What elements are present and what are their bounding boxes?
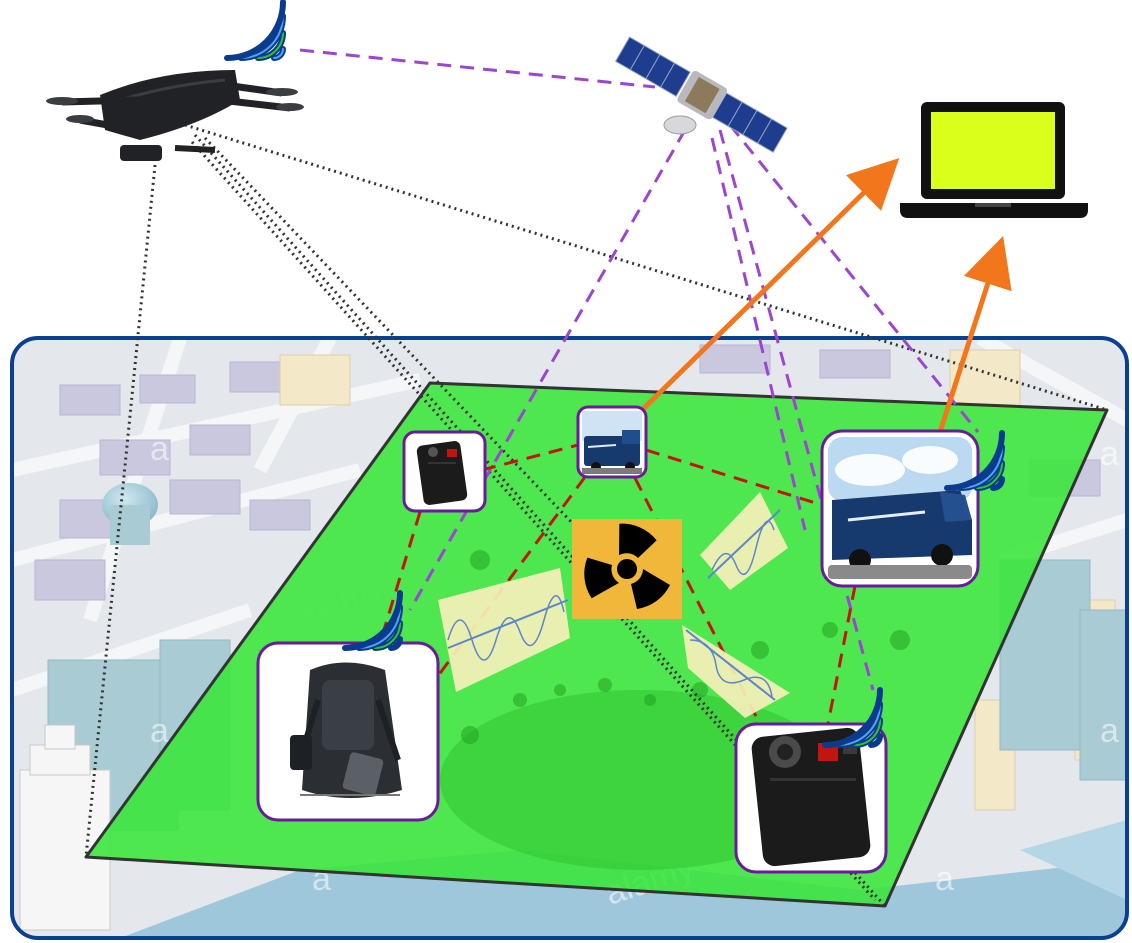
node-backpack[interactable] (256, 641, 440, 822)
drone-icon (46, 70, 304, 161)
drone-view-line (193, 133, 887, 908)
uplink-arrow-large-van (937, 235, 1012, 435)
satellite-link-backpack (408, 129, 687, 611)
drone-view-line (184, 123, 1108, 412)
node-detector-small[interactable] (402, 430, 487, 513)
node-van-large[interactable] (820, 429, 980, 588)
drone-view-line (190, 140, 877, 902)
antenna-beam-upper-right (700, 492, 788, 590)
mesh-link (645, 448, 823, 507)
drone-view-line (84, 164, 157, 858)
satellite-link-van-large (728, 124, 980, 433)
watermark-mark: a (1100, 712, 1119, 750)
laptop-icon (900, 102, 1088, 218)
satellite-link-van-small (710, 137, 807, 531)
wireless-signal-icon (342, 590, 403, 651)
map-frame-border (10, 336, 1129, 940)
node-detector-large[interactable] (734, 722, 888, 874)
mesh-link (481, 443, 579, 472)
watermark-mark: a (935, 860, 954, 898)
radiation-source (572, 519, 682, 619)
satellite-icon (614, 36, 788, 153)
antenna-beam-lower-right (682, 625, 790, 718)
uplink-arrow-small-van (637, 158, 900, 415)
data-uplink-arrows (637, 158, 1012, 435)
laptop[interactable] (900, 102, 1088, 218)
wireless-signals (224, 0, 1005, 748)
watermark-mark: a (1100, 435, 1119, 473)
satellite[interactable] (614, 34, 790, 156)
drone-view-line (203, 136, 662, 617)
watermark-mark: a (150, 712, 169, 750)
satellite-link-drone (299, 48, 656, 89)
van-icon (582, 411, 642, 474)
radiation-icon (584, 523, 670, 609)
detector-icon (416, 441, 468, 505)
wireless-signal-icon (944, 430, 1005, 491)
van-icon (828, 437, 972, 579)
antenna-beams (438, 492, 790, 718)
wireless-signal-icon (822, 687, 883, 748)
satellite-links (299, 48, 980, 691)
mesh-link (826, 585, 857, 725)
wireless-signal-icon (224, 0, 286, 61)
backpack-icon (290, 662, 402, 798)
satellite-link-detector (718, 129, 875, 691)
drone-view-lines (84, 123, 1108, 908)
watermark-mark: a (150, 430, 169, 468)
detector-icon (751, 727, 871, 867)
drone[interactable] (46, 70, 304, 161)
antenna-beam-left (438, 568, 570, 692)
node-van-small[interactable] (576, 405, 648, 479)
